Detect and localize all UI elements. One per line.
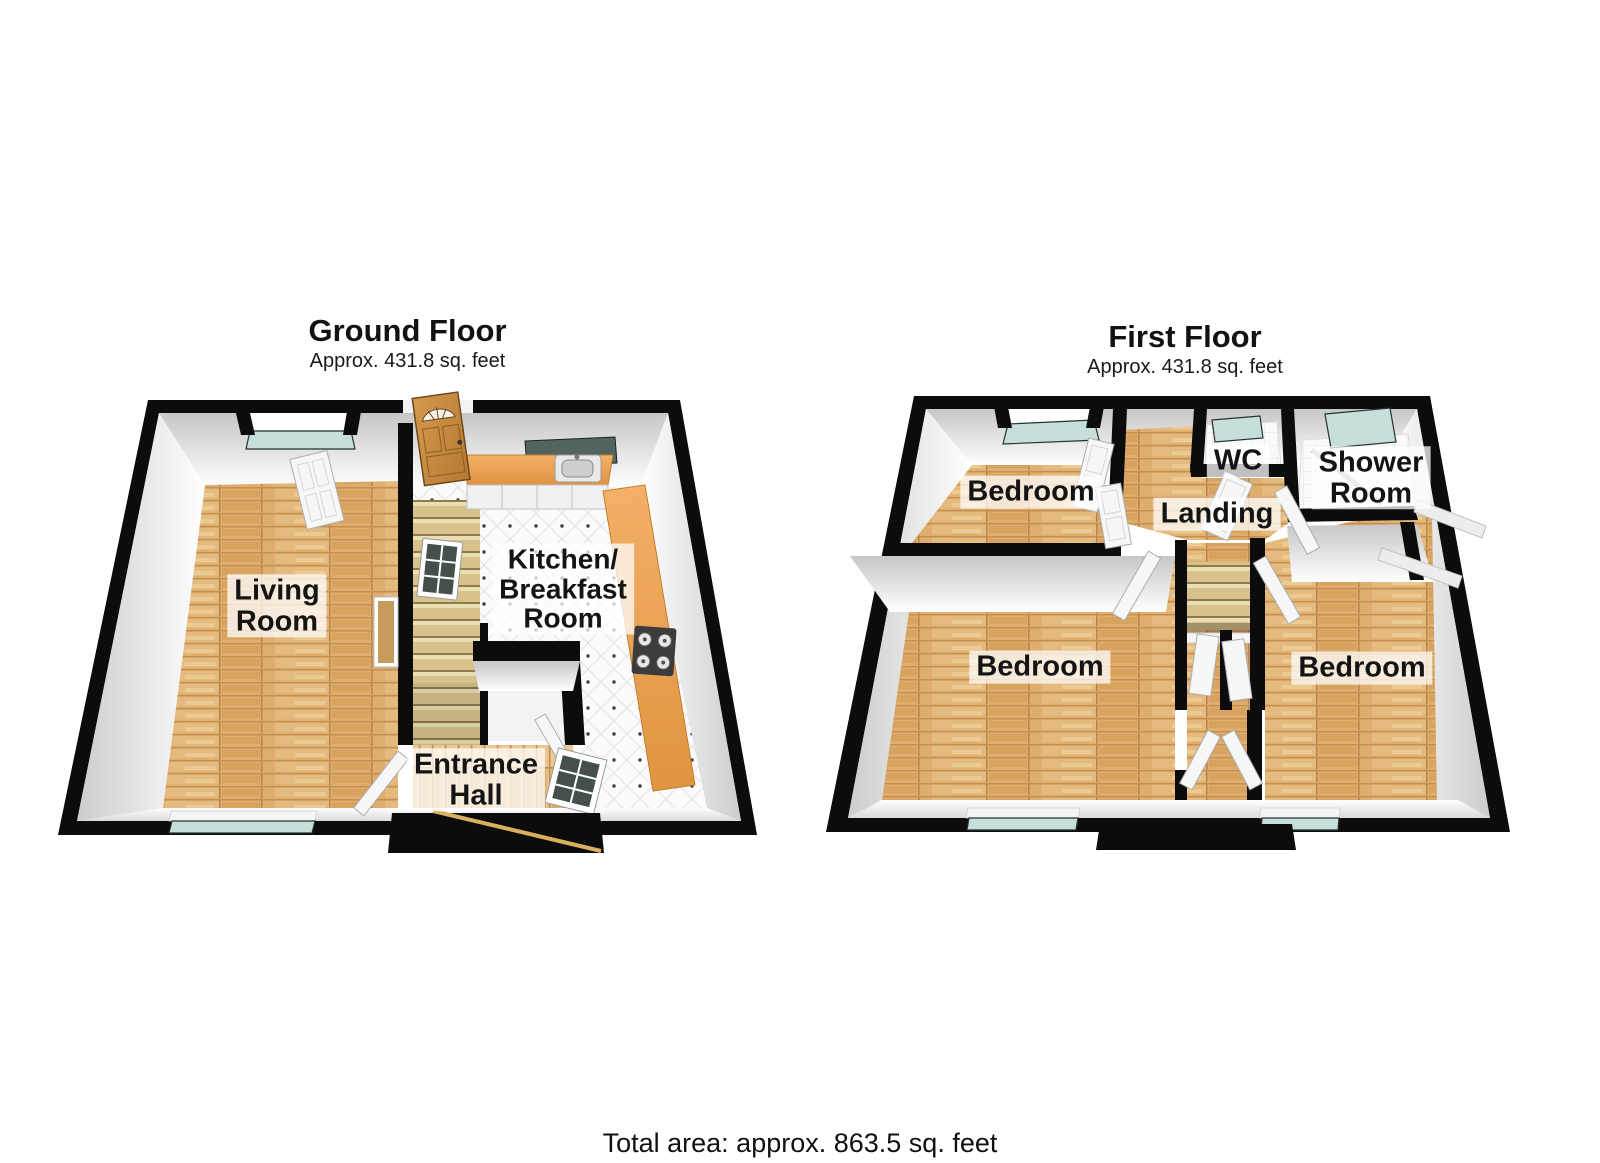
bedroom-right-wall-face — [1287, 524, 1434, 582]
bedroom-right-label: Bedroom — [1291, 651, 1433, 685]
first-floor-plan: Bedroom Landing WC Shower Room Bedroom B… — [822, 380, 1512, 850]
hallway-lower-door-left — [1179, 729, 1221, 791]
hallway-lower-door-right — [1221, 729, 1263, 791]
hall-window — [544, 747, 608, 816]
ground-floor-plan: Living Room Kitchen/ Breakfast Room Entr… — [55, 383, 760, 853]
hallway-door-right — [1221, 638, 1253, 702]
wc-left-wall — [1190, 409, 1207, 472]
front-door-icon — [411, 391, 471, 487]
living-room-floor — [163, 481, 398, 808]
hall-living-door — [353, 750, 409, 817]
bedroom-left-door — [1111, 550, 1162, 622]
living-south-window — [168, 810, 318, 834]
bedroom-left-wall-face — [850, 556, 1175, 612]
stairwell — [1182, 562, 1254, 644]
ground-floor-header: Ground Floor Approx. 431.8 sq. feet — [55, 313, 760, 374]
first-floor-area: Approx. 431.8 sq. feet — [1087, 356, 1283, 379]
staircase — [413, 500, 480, 745]
total-area-caption: Total area: approx. 863.5 sq. feet — [602, 1128, 998, 1158]
first-bay-window — [992, 396, 1106, 445]
first-south-step — [1096, 824, 1296, 850]
stove-icon — [631, 625, 677, 677]
bedroom-right-door — [1252, 555, 1302, 625]
entrance-step — [388, 813, 604, 853]
stair-window — [416, 537, 464, 601]
first-south-windows — [965, 807, 1341, 831]
living-room-label: Living Room — [227, 574, 327, 638]
ground-floor-area: Approx. 431.8 sq. feet — [309, 350, 506, 373]
wardrobe-slab-1 — [1377, 547, 1463, 589]
wc-label: WC — [1206, 444, 1270, 478]
shower-window — [1324, 407, 1397, 449]
kitchen-label: Kitchen/ Breakfast Room — [492, 543, 634, 635]
ground-floor-title: Ground Floor — [308, 313, 507, 348]
living-divider-wall — [398, 423, 413, 745]
sideboard — [373, 596, 399, 668]
shower-room-label: Shower Room — [1311, 446, 1431, 510]
shower-door — [1273, 485, 1321, 555]
wc-window — [1211, 415, 1264, 443]
bedroom-left-label: Bedroom — [969, 650, 1111, 684]
entrance-threshold — [432, 809, 602, 853]
first-floor-header: First Floor Approx. 431.8 sq. feet — [840, 319, 1530, 380]
sink-icon — [554, 454, 602, 483]
landing-label: Landing — [1153, 497, 1281, 531]
living-room-door — [289, 449, 345, 531]
first-floor-title: First Floor — [1108, 319, 1262, 354]
entrance-hall-label: Entrance Hall — [406, 748, 546, 812]
bay-window — [233, 400, 363, 450]
bedroom-top-door — [1094, 482, 1132, 550]
hallway-door-left — [1188, 633, 1220, 697]
ground-interior-walls — [398, 423, 585, 745]
bedroom-top-label: Bedroom — [960, 475, 1102, 509]
